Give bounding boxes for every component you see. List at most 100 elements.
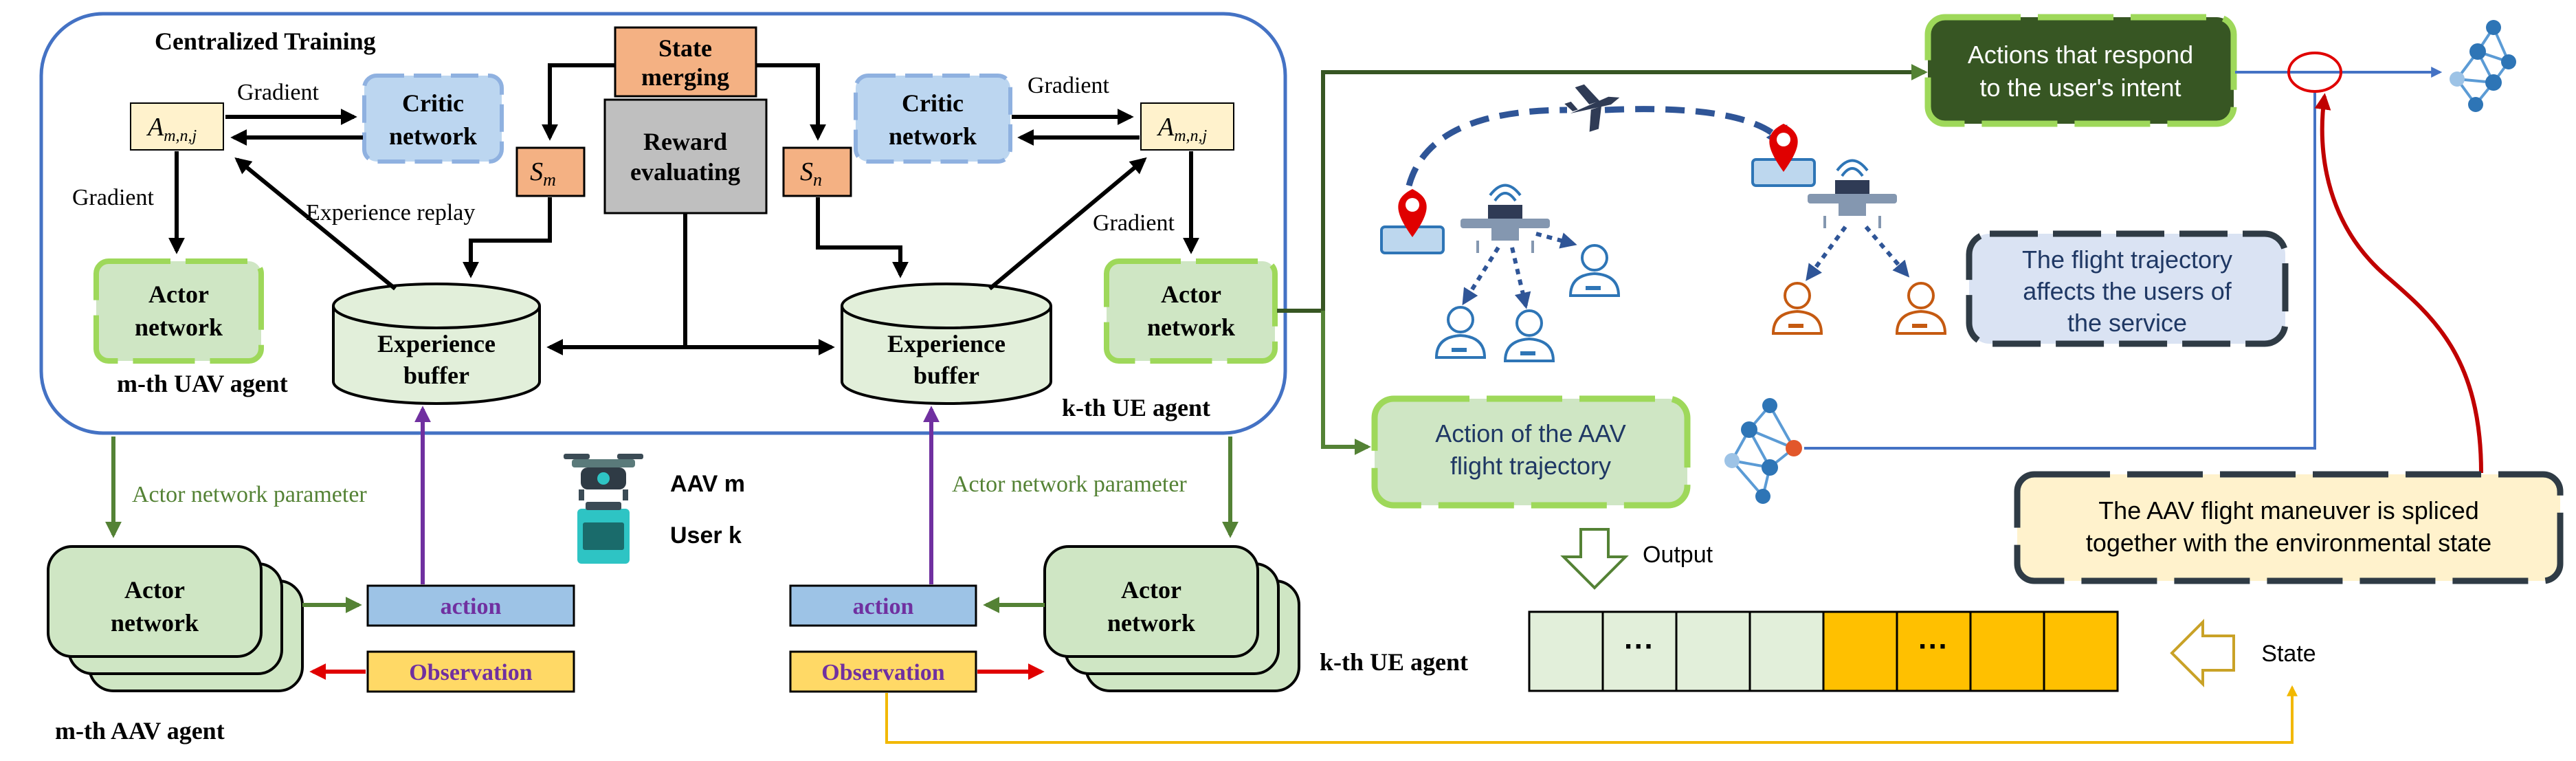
- drone-icon: [564, 454, 643, 500]
- reward-evaluating-line2: evaluating: [630, 158, 740, 186]
- buffer-right-line2: buffer: [913, 362, 979, 389]
- m-th-aav-agent-label: m-th AAV agent: [55, 717, 225, 745]
- action-box-right: [789, 584, 977, 627]
- amnj-box-right: [1140, 102, 1234, 151]
- trajectory-affects-box: [1966, 230, 2289, 347]
- state-sm-box: [515, 146, 586, 197]
- critic-right-line1: Critic: [902, 89, 964, 117]
- experience-replay-label: Experience replay: [306, 200, 475, 225]
- trajectory-affects-line1: The flight trajectory: [2022, 245, 2232, 274]
- critic-left-line1: Critic: [402, 89, 464, 117]
- state-sn-box: [782, 146, 852, 197]
- buffer-left-line2: buffer: [403, 362, 469, 389]
- actions-intent-box: [1924, 14, 2237, 127]
- actor-network-top-left: [93, 258, 264, 364]
- neural-network-icon-top: [2450, 20, 2516, 112]
- aav-trajectory-line2: flight trajectory: [1450, 452, 1611, 480]
- critic-left-line2: network: [389, 122, 477, 150]
- drone-left-icon: [1461, 184, 1550, 253]
- vector-ellipsis-left: ···: [1624, 630, 1654, 663]
- actor-stack-right-line1: Actor: [1121, 576, 1181, 604]
- merge-to-sn-arrow: [756, 63, 826, 141]
- critic-network-left: [362, 74, 504, 164]
- state-merging-box: [614, 26, 757, 98]
- actor-top-right-line2: network: [1147, 313, 1235, 341]
- maneuver-spliced-line1: The AAV flight maneuver is spliced: [2098, 496, 2479, 525]
- k-th-ue-agent-label-bottom: k-th UE agent: [1320, 648, 1468, 676]
- gradient-label-left-top: Gradient: [237, 80, 320, 105]
- aav-trajectory-box: [1371, 395, 1691, 509]
- m-th-uav-agent-label: m-th UAV agent: [117, 370, 288, 397]
- actor-to-actions-line: [1277, 64, 1928, 313]
- observation-label-left: Observation: [409, 660, 533, 685]
- output-label: Output: [1643, 542, 1713, 568]
- junction-circle: [2287, 52, 2342, 93]
- critic-network-right: [854, 74, 1012, 164]
- actor-param-label-left: Actor network parameter: [132, 482, 367, 507]
- neural-network-icon-middle: [1724, 398, 1802, 504]
- state-merging-line2: merging: [641, 63, 729, 91]
- user-icon-brown-1: [1771, 282, 1823, 335]
- action-label-right: action: [853, 594, 914, 619]
- actor-to-trajectory-line: [1321, 311, 1371, 455]
- actions-intent-line1: Actions that respond: [1968, 41, 2193, 69]
- amnj-right-label: Am,n,j: [1156, 113, 1208, 145]
- state-sn-label: Sn: [800, 157, 822, 190]
- state-label: State: [2261, 641, 2316, 667]
- actor-top-right-line1: Actor: [1161, 280, 1221, 308]
- state-vector: ··· ···: [1528, 610, 2119, 692]
- scenario-illustration: [1380, 84, 1947, 362]
- experience-replay-arrow-right: [988, 157, 1147, 291]
- state-merging-line1: State: [658, 34, 712, 62]
- reward-evaluating-box: [603, 98, 768, 214]
- observation-box-left: [366, 650, 575, 693]
- actor-stack-left-line2: network: [111, 609, 199, 637]
- sm-to-buffer-arrow: [463, 197, 552, 278]
- actor-top-left-line1: Actor: [148, 280, 209, 308]
- state-sm-label: Sm: [530, 157, 556, 190]
- experience-buffer-left: Experience buffer: [332, 283, 541, 405]
- buffer-left-line1: Experience: [377, 330, 496, 357]
- actor-param-label-right: Actor network parameter: [952, 472, 1187, 497]
- centralized-training-title: Centralized Training: [155, 27, 376, 55]
- aav-trajectory-line1: Action of the AAV: [1435, 419, 1626, 448]
- actor-network-top-right: [1104, 258, 1278, 364]
- legend-user-k: User k: [670, 522, 742, 549]
- location-pin-left-icon: [1380, 189, 1445, 254]
- gradient-label-left-down: Gradient: [72, 185, 155, 210]
- gradient-label-right-top: Gradient: [1028, 73, 1110, 98]
- user-icon-blue-3: [1568, 244, 1621, 297]
- actor-stack-right-line2: network: [1107, 609, 1195, 637]
- actor-stack-left: Actor network: [47, 545, 304, 692]
- user-device-icon: [577, 502, 630, 564]
- observation-label-right: Observation: [821, 660, 945, 685]
- amnj-left-label: Am,n,j: [146, 113, 197, 145]
- experience-buffer-right: Experience buffer: [841, 283, 1052, 405]
- centralized-training-frame: [39, 12, 1287, 435]
- middle-network-to-junction-line: [1804, 93, 2316, 450]
- sn-to-buffer-arrow: [816, 197, 909, 278]
- critic-right-line2: network: [889, 122, 977, 150]
- reward-evaluating-line1: Reward: [643, 128, 727, 155]
- actor-stack-right: Actor network: [1043, 545, 1300, 692]
- spliced-to-junction-curve: [2314, 93, 2483, 474]
- maneuver-spliced-line2: together with the environmental state: [2086, 529, 2491, 557]
- action-box-left: [366, 584, 575, 627]
- buffer-right-line1: Experience: [887, 330, 1006, 357]
- observation-box-right: [789, 650, 977, 693]
- actions-intent-line2: to the user's intent: [1979, 74, 2181, 102]
- trajectory-affects-line2: affects the users of: [2023, 277, 2232, 305]
- location-pin-right-icon: [1751, 124, 1816, 187]
- action-label-left: action: [441, 594, 502, 619]
- k-th-ue-agent-label-top: k-th UE agent: [1062, 394, 1210, 421]
- vector-ellipsis-right: ···: [1918, 630, 1948, 663]
- drone-right-icon: [1808, 159, 1897, 228]
- state-input-arrow: [2170, 619, 2235, 687]
- amnj-box-left: [130, 102, 224, 151]
- actor-stack-left-line1: Actor: [124, 576, 185, 604]
- legend-aav-m: AAV m: [670, 471, 745, 497]
- observation-to-state-line: [885, 685, 2298, 744]
- airplane-icon: [1564, 84, 1620, 132]
